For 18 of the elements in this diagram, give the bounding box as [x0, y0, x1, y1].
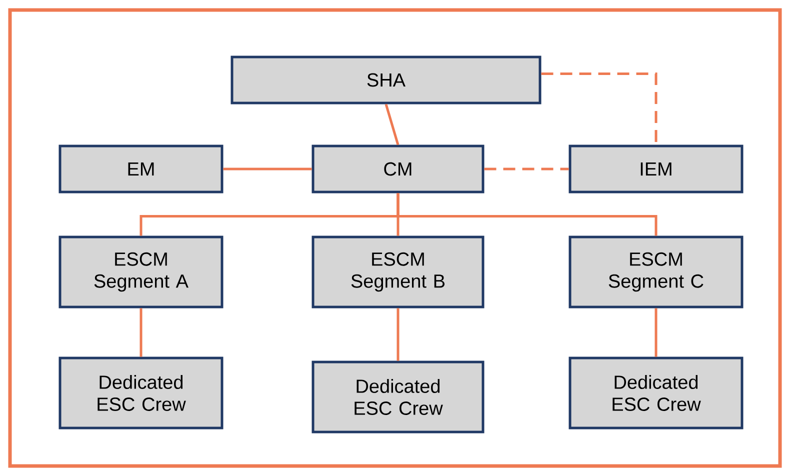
connector-line [223, 168, 312, 170]
org-box: ESCM Segment A [58, 236, 224, 308]
connector-line [654, 308, 658, 357]
org-box: IEM [568, 144, 744, 194]
org-box: SHA [230, 56, 542, 104]
org-box: EM [58, 144, 224, 194]
org-box: ESCM Segment C [568, 236, 744, 308]
connector-line [396, 193, 658, 236]
org-box: ESCM Segment B [312, 236, 484, 308]
connector-line [484, 168, 569, 170]
connector-line [396, 308, 400, 361]
org-box: Dedicated ESC Crew [58, 356, 224, 430]
org-box: CM [312, 144, 484, 194]
org-box: Dedicated ESC Crew [568, 356, 744, 430]
connector-line [541, 72, 658, 145]
org-box: Dedicated ESC Crew [312, 360, 484, 434]
connector-line [384, 104, 400, 146]
connector-line [140, 308, 142, 357]
